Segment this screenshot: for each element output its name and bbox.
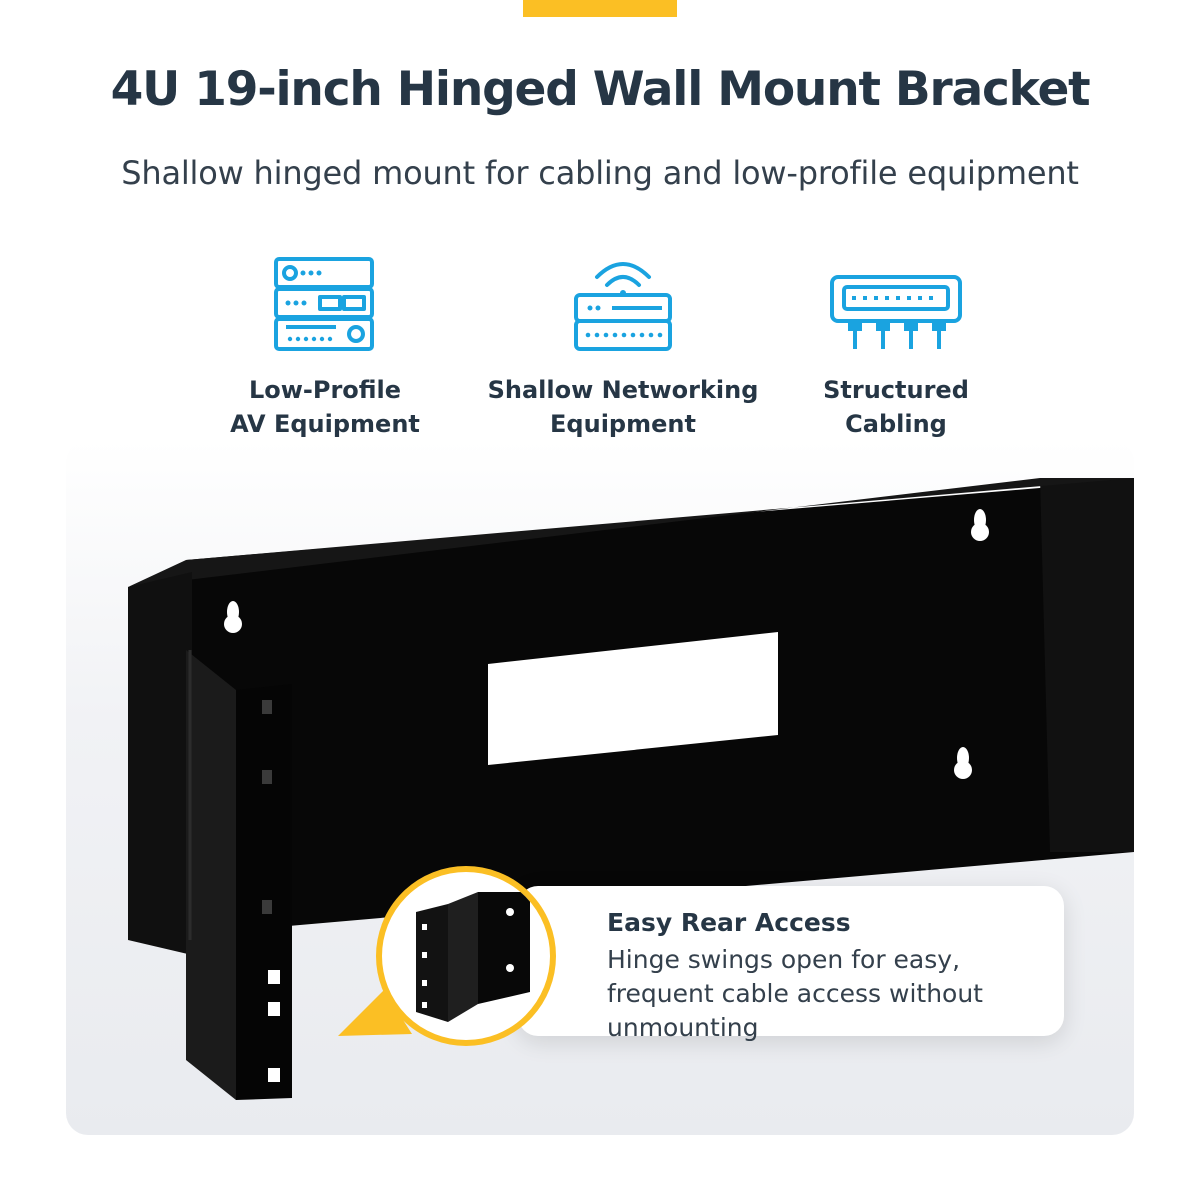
callout-card [518,886,1064,1036]
feature-av-equipment: Low-Profile AV Equipment [175,255,475,441]
hinge-detail-image [376,866,556,1046]
page-title: 4U 19-inch Hinged Wall Mount Bracket [110,62,1091,117]
feature-networking-equipment: Shallow Networking Equipment [473,255,773,441]
hinge-detail-illustration [416,892,530,1022]
feature-structured-cabling: Structured Cabling [746,255,1046,441]
feature-label: Structured Cabling [823,376,969,438]
feature-label: Shallow Networking Equipment [487,376,759,438]
accent-bar [523,0,677,17]
callout-text: Hinge swings open for easy, frequent cab… [607,945,983,1042]
av-equipment-icon [274,257,374,351]
router-icon [574,262,672,351]
feature-label: Low-Profile AV Equipment [230,376,420,438]
page-subtitle: Shallow hinged mount for cabling and low… [121,154,1079,192]
patch-panel-icon [830,275,962,349]
callout-title: Easy Rear Access [607,908,851,937]
